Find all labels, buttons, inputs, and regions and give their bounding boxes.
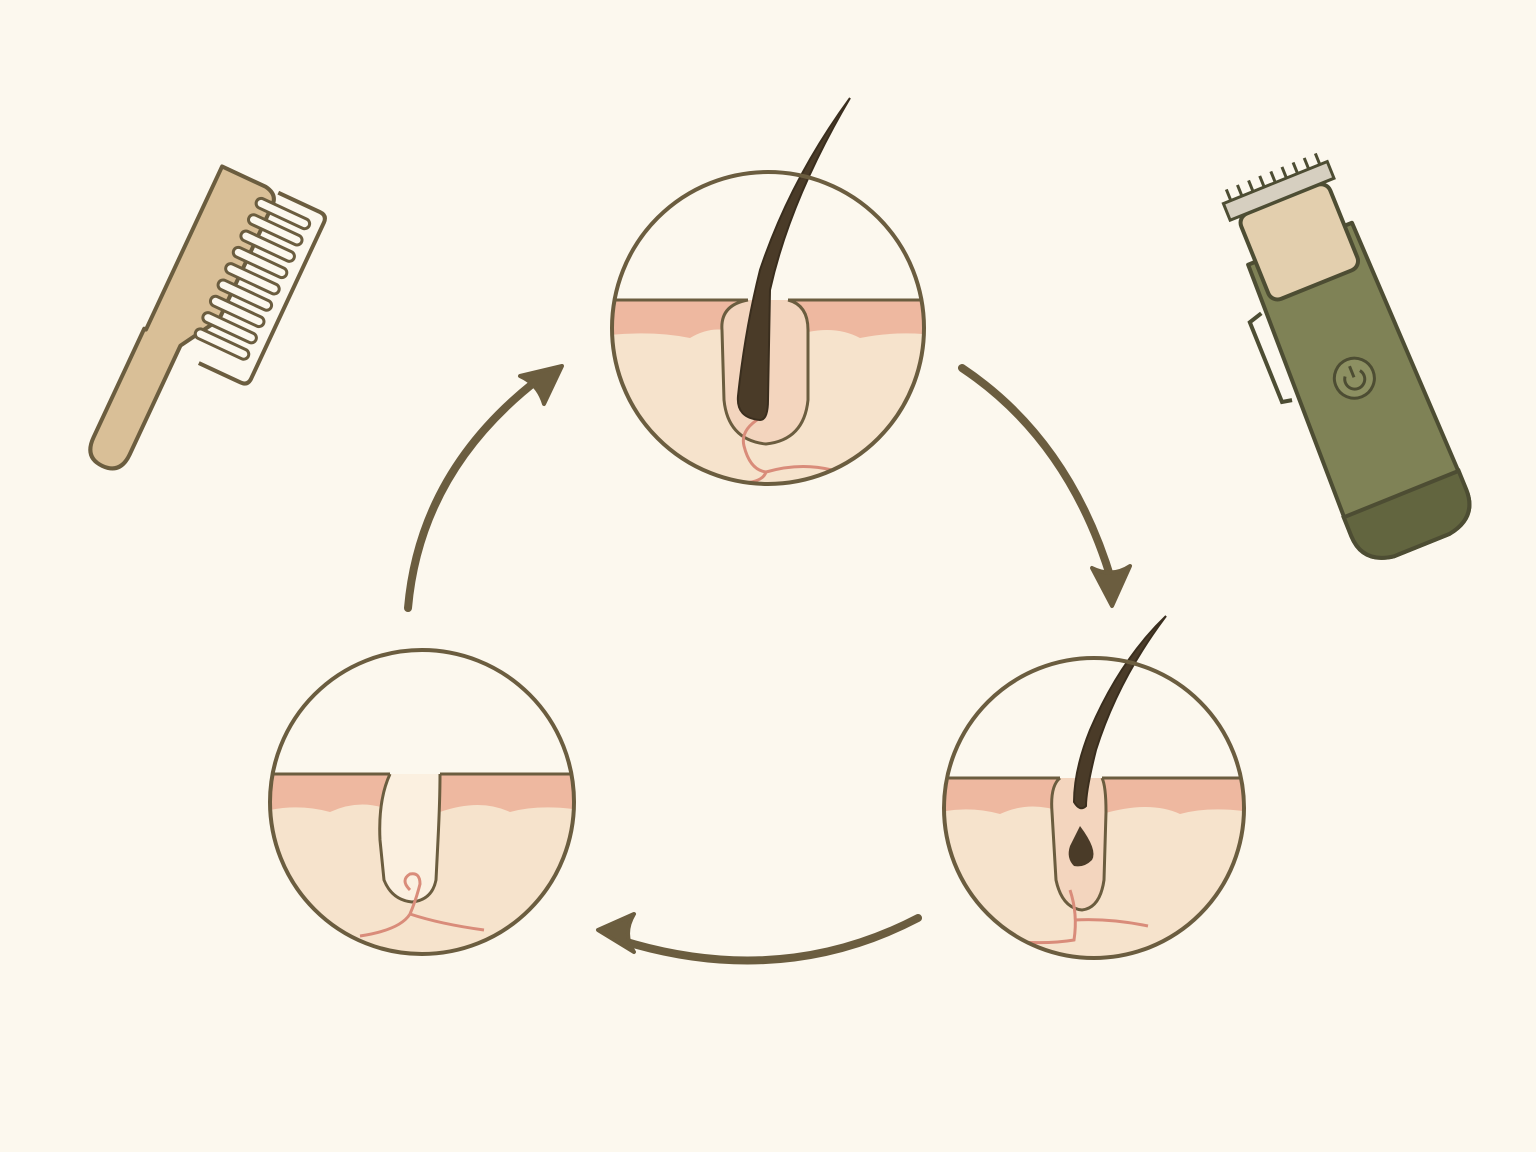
comb-icon (88, 164, 327, 471)
cycle-arrow-top-to-right (958, 364, 1132, 608)
power-button-icon (1332, 356, 1376, 400)
club-hair (1072, 615, 1167, 810)
cycle-arrow-left-to-top (404, 364, 564, 612)
detached-bulb (1068, 826, 1094, 867)
cycle-arrow-right-to-left (596, 912, 922, 965)
telogen-stage (268, 648, 576, 956)
hair-shaft (736, 97, 851, 422)
catagen-stage (942, 615, 1246, 960)
anagen-stage (610, 97, 926, 486)
hair-clipper-icon (1221, 152, 1472, 560)
